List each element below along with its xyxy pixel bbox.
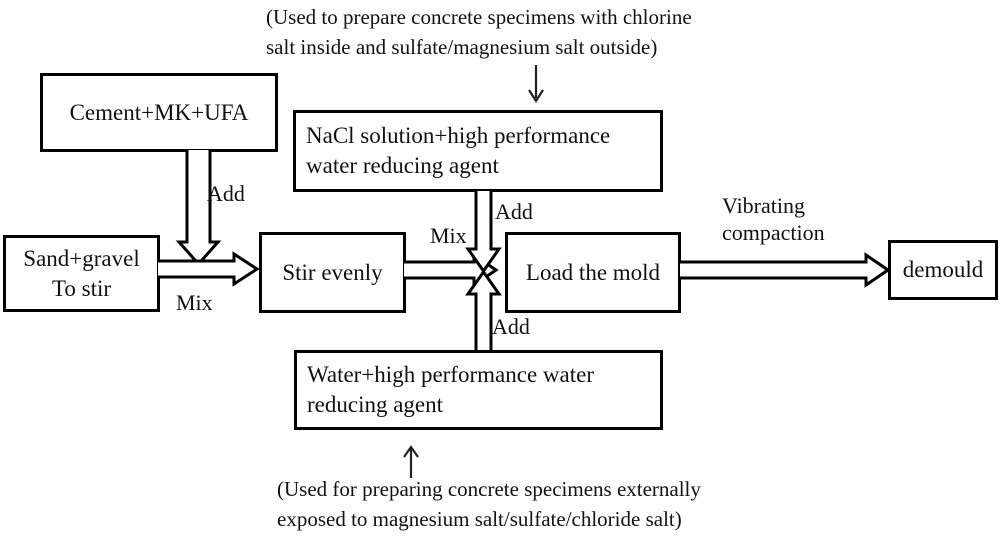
box-water-agent-label: Water+high performance water reducing ag… (307, 362, 594, 417)
box-sand-gravel: Sand+gravel To stir (3, 235, 160, 312)
box-load-the-mold-label: Load the mold (525, 259, 661, 285)
caption-to-nacl-arrow (528, 65, 544, 104)
label-add-water: Add (492, 314, 530, 339)
arrow-water-add (465, 269, 502, 350)
label-mix-stir: Mix (430, 223, 467, 248)
label-vibrating-compaction: Vibrating compaction (722, 193, 825, 245)
arrow-vibrating-compaction (680, 252, 891, 288)
label-add-nacl: Add (495, 199, 533, 224)
label-add-cement: Add (207, 181, 245, 206)
bottom-caption: (Used for preparing concrete specimens e… (277, 477, 701, 531)
box-demould-label: demould (902, 257, 984, 282)
top-caption: (Used to prepare concrete specimens with… (266, 5, 692, 59)
caption-to-water-arrow (403, 445, 419, 478)
box-demould: demould (888, 240, 998, 300)
box-sand-gravel-label: Sand+gravel To stir (23, 245, 140, 301)
arrow-stir-mix (404, 252, 499, 288)
box-load-the-mold: Load the mold (505, 232, 681, 313)
box-cement-label: Cement+MK+UFA (69, 99, 249, 125)
box-cement: Cement+MK+UFA (40, 73, 278, 152)
label-mix-sand: Mix (176, 290, 213, 315)
arrow-cement-add (175, 150, 222, 267)
box-nacl-solution-label: NaCl solution+high performance water red… (306, 123, 611, 178)
box-stir-evenly: Stir evenly (259, 232, 406, 313)
box-water-agent: Water+high performance water reducing ag… (294, 350, 663, 430)
arrow-sand-mix (158, 251, 260, 287)
box-stir-evenly-label: Stir evenly (282, 259, 383, 285)
box-nacl-solution: NaCl solution+high performance water red… (293, 110, 663, 192)
